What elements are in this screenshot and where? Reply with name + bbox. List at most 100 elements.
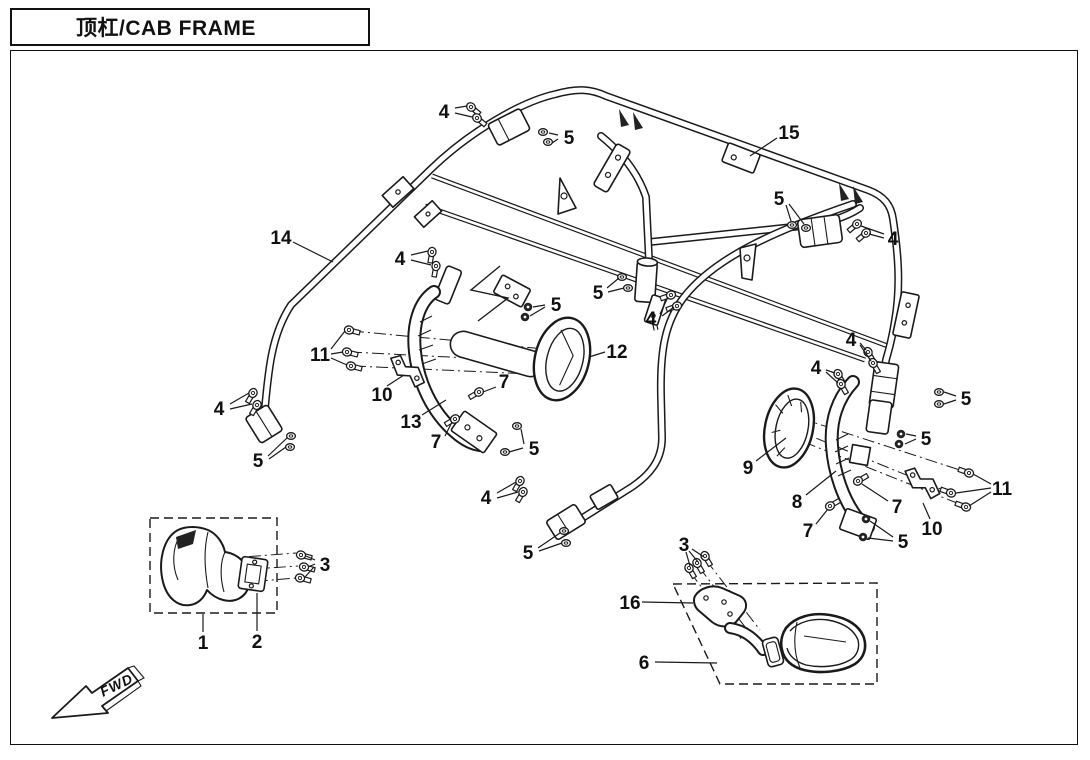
- spacer-b-pillar: [634, 257, 667, 326]
- callout-4-4: 4: [395, 249, 406, 270]
- leader-line-11-26: [972, 473, 992, 485]
- callout-7-24: 7: [892, 497, 903, 518]
- callout-5-1: 5: [564, 128, 575, 149]
- callout-5-29: 5: [253, 451, 264, 472]
- leader-line-5-1: [548, 132, 559, 136]
- diagram-border: [10, 50, 1078, 745]
- callout-4-7: 4: [646, 309, 657, 330]
- side-brace-tubes: [424, 173, 894, 363]
- bracket-15: [721, 142, 761, 174]
- callout-1-32: 1: [198, 633, 209, 654]
- callout-4-0: 4: [439, 102, 450, 123]
- leader-line-11-26: [968, 491, 992, 507]
- callout-5-19: 5: [529, 439, 540, 460]
- leader-line-7-17: [482, 386, 497, 393]
- callout-7-18: 7: [431, 432, 442, 453]
- leader-line-4-0: [454, 112, 473, 118]
- leader-line-5-19: [520, 428, 525, 445]
- callout-2-33: 2: [252, 632, 263, 653]
- callout-4-9: 4: [888, 229, 899, 250]
- leader-line-5-27: [867, 537, 894, 542]
- callout-4-28: 4: [214, 399, 225, 420]
- cab-frame-drawing: FWD: [51, 86, 976, 719]
- callout-9-21: 9: [743, 458, 754, 479]
- callout-10-15: 10: [371, 385, 392, 406]
- leader-line-3-34: [305, 555, 316, 561]
- roof-gusset-brackets: [381, 143, 757, 281]
- fwd-arrow: FWD: [51, 665, 145, 719]
- callout-7-17: 7: [499, 372, 510, 393]
- leader-line-4-10: [859, 344, 872, 362]
- leader-line-5-19: [508, 447, 524, 453]
- left-bolster-assembly: [349, 285, 592, 454]
- leader-line-14-3: [292, 241, 334, 263]
- front-brace-tube: [580, 200, 857, 521]
- callout-10-25: 10: [921, 519, 942, 540]
- leader-line-12-20: [588, 351, 606, 358]
- leader-line-4-11: [825, 369, 836, 374]
- leader-line-5-29: [267, 437, 288, 457]
- callout-3-35: 3: [679, 535, 690, 556]
- callout-5-8: 5: [774, 189, 785, 210]
- callout-13-16: 13: [400, 412, 421, 433]
- leader-line-7-18: [444, 421, 453, 437]
- callout-15-2: 15: [778, 123, 800, 144]
- leader-line-5-12: [943, 391, 957, 397]
- callout-5-27: 5: [898, 532, 909, 553]
- callout-6-37: 6: [639, 653, 650, 674]
- leader-line-5-8: [785, 204, 792, 222]
- callout-11-26: 11: [992, 479, 1013, 500]
- clamp-left-rail-end: [245, 404, 283, 444]
- callout-4-11: 4: [811, 358, 822, 379]
- leader-line-4-0: [454, 105, 468, 109]
- mirror-6: [724, 612, 867, 674]
- leader-line-16-36: [641, 601, 694, 604]
- leader-line-4-4: [410, 250, 429, 256]
- leader-line-5-5: [529, 306, 546, 317]
- leader-line-5-6: [606, 277, 620, 289]
- leader-line-5-31: [538, 542, 563, 552]
- callout-5-6: 5: [593, 283, 604, 304]
- leader-line-3-34: [304, 566, 315, 578]
- leader-line-7-24: [861, 483, 889, 502]
- clamp-roof-left: [487, 108, 531, 146]
- callout-4-10: 4: [846, 330, 857, 351]
- leader-line-13-16: [421, 399, 447, 416]
- callout-14-3: 14: [270, 228, 292, 249]
- callout-5-13: 5: [921, 429, 932, 450]
- leader-line-10-15: [386, 374, 405, 387]
- leader-line-5-5: [532, 304, 546, 308]
- leader-line-4-9: [868, 233, 885, 239]
- leader-line-4-28: [229, 392, 250, 405]
- leader-line-4-10: [859, 342, 867, 351]
- mirror-group-right: [671, 559, 878, 685]
- callout-3-34: 3: [320, 555, 331, 576]
- bracket-10-right: [904, 467, 941, 500]
- callout-8-22: 8: [792, 492, 803, 513]
- leader-line-5-31: [537, 532, 561, 549]
- leader-line-10-25: [922, 502, 931, 520]
- leader-line-4-7: [661, 306, 675, 317]
- leader-line-4-7: [659, 296, 669, 315]
- clamp-front-end: [546, 484, 619, 541]
- clamp-rear-cross: [796, 213, 844, 249]
- leader-line-15-2: [749, 137, 778, 157]
- leader-line-8-22: [805, 470, 837, 496]
- callout-5-31: 5: [523, 543, 534, 564]
- leader-line-4-28: [229, 403, 253, 410]
- leader-line-4-11: [825, 371, 839, 384]
- title-box: 顶杠/CAB FRAME: [10, 8, 370, 46]
- callout-12-20: 12: [606, 342, 627, 363]
- mirror-group-left: [149, 517, 299, 614]
- leader-line-11-14: [330, 357, 348, 366]
- leader-line-5-6: [607, 287, 625, 293]
- leader-line-3-34: [307, 563, 316, 568]
- leader-line-5-13: [904, 438, 917, 445]
- callout-5-5: 5: [551, 295, 562, 316]
- callout-11-14: 11: [310, 345, 331, 366]
- leader-line-4-30: [496, 491, 519, 499]
- leader-line-4-4: [410, 259, 432, 266]
- right-bolster-assembly: [762, 375, 967, 541]
